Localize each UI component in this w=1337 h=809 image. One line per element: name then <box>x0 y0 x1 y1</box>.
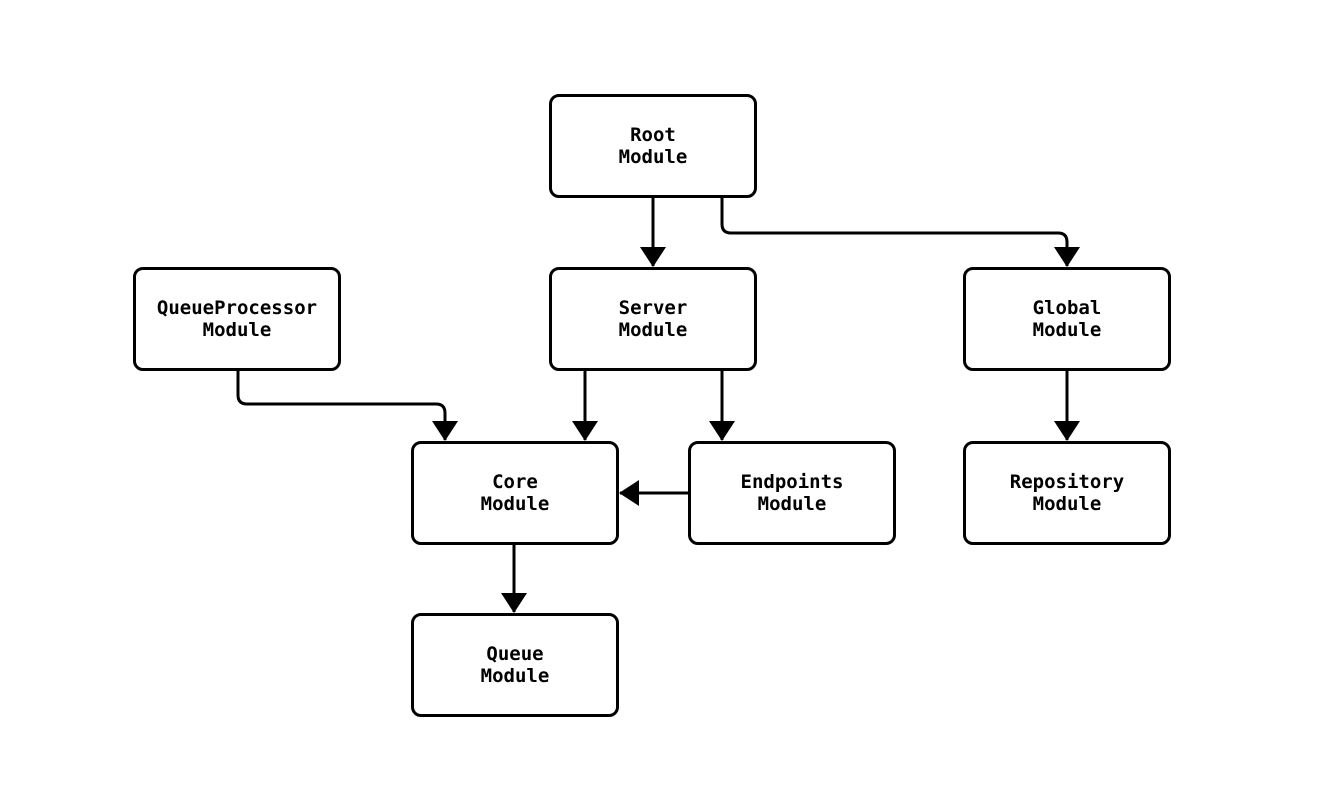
node-root-module: Root Module <box>549 94 757 198</box>
node-queue-module: Queue Module <box>411 613 619 717</box>
node-label-line: Core <box>492 471 538 493</box>
node-label-line: Global <box>1032 297 1102 319</box>
node-label-line: Root <box>630 124 676 146</box>
node-label-line: Module <box>202 319 272 341</box>
node-label-line: QueueProcessor <box>156 297 318 319</box>
edge-root-to-global <box>720 198 1080 267</box>
node-repository-module: Repository Module <box>963 441 1171 545</box>
node-label-line: Repository <box>1009 471 1125 493</box>
node-core-module: Core Module <box>411 441 619 545</box>
node-label-line: Module <box>1032 493 1102 515</box>
edge-queueprocessor-to-core <box>236 371 458 441</box>
node-label-line: Queue <box>486 643 544 665</box>
node-label-line: Endpoints <box>740 471 844 493</box>
node-label-line: Module <box>757 493 827 515</box>
node-global-module: Global Module <box>963 267 1171 371</box>
node-endpoints-module: Endpoints Module <box>688 441 896 545</box>
node-queueprocessor-module: QueueProcessor Module <box>133 267 341 371</box>
node-label-line: Module <box>480 665 550 687</box>
node-label-line: Module <box>1032 319 1102 341</box>
node-label-line: Server <box>618 297 688 319</box>
node-server-module: Server Module <box>549 267 757 371</box>
node-label-line: Module <box>618 319 688 341</box>
node-label-line: Module <box>480 493 550 515</box>
node-label-line: Module <box>618 146 688 168</box>
